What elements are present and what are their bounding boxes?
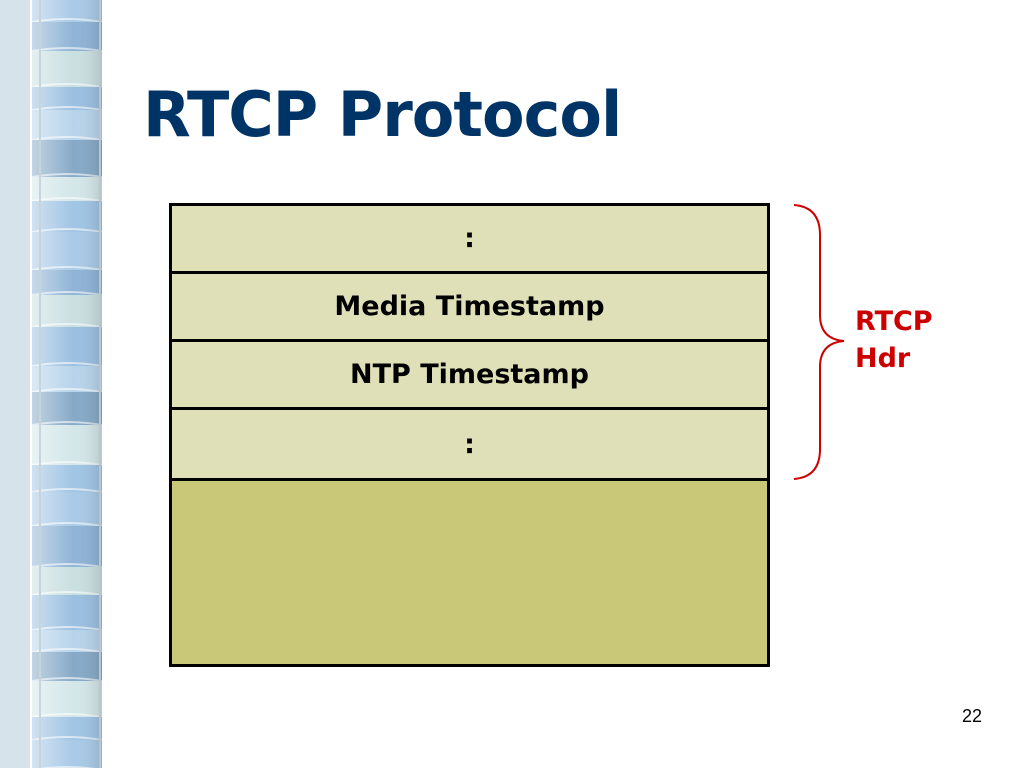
packet-row-ellipsis-top: : <box>169 203 770 274</box>
packet-row-media-timestamp: Media Timestamp <box>169 271 770 342</box>
ribbon-pattern-icon <box>0 0 103 771</box>
decorative-side-strip <box>0 0 112 771</box>
slide-title: RTCP Protocol <box>143 78 622 151</box>
packet-row-ntp-timestamp: NTP Timestamp <box>169 339 770 410</box>
packet-payload-box <box>169 478 770 667</box>
right-curly-brace-icon <box>793 204 845 480</box>
rtcp-header-label-line2: Hdr <box>855 343 911 374</box>
packet-diagram: : Media Timestamp NTP Timestamp : <box>169 203 770 667</box>
page-number: 22 <box>962 706 983 726</box>
rtcp-header-label: RTCP Hdr <box>855 303 933 377</box>
packet-row-ellipsis-bottom: : <box>169 407 770 481</box>
rtcp-header-label-line1: RTCP <box>855 306 933 337</box>
